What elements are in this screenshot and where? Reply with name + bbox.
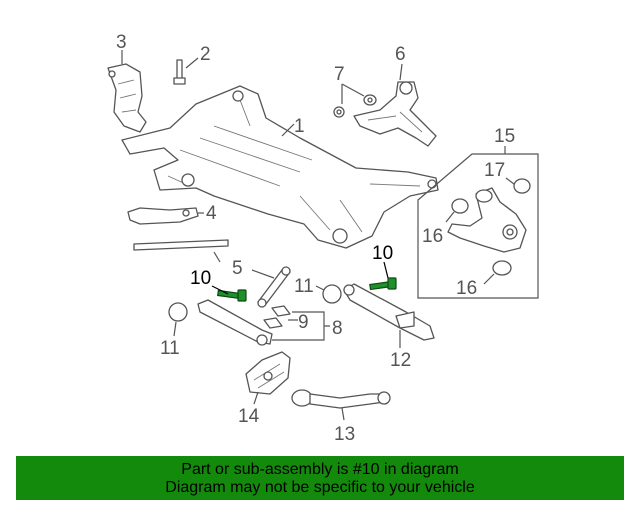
part-11-washer-upper (322, 284, 342, 304)
leader-5 (251, 269, 275, 279)
part-13-toe-link (291, 389, 391, 409)
callout-16-lower: 16 (456, 278, 477, 299)
callout-13: 13 (334, 424, 355, 445)
callout-11-upper: 11 (294, 276, 314, 297)
part-knuckle (447, 187, 527, 253)
part-5-link (257, 266, 291, 308)
part-14-mount (245, 351, 291, 395)
leader-1 (281, 123, 295, 137)
callout-15: 15 (494, 126, 515, 147)
callout-8: 8 (332, 318, 343, 339)
callout-4: 4 (206, 203, 217, 224)
callout-14: 14 (238, 406, 260, 427)
callout-16-upper: 16 (422, 226, 443, 247)
part-10-bolt-left[interactable] (217, 289, 247, 302)
callout-2: 2 (200, 44, 211, 65)
callout-9: 9 (298, 312, 309, 333)
leader-7 (341, 83, 365, 104)
part-3-bracket (107, 63, 147, 133)
leader-11-lower (173, 321, 177, 337)
part-9-spacer (263, 305, 291, 329)
leader-10-right (383, 261, 389, 279)
part-16-bushing-lower (492, 260, 512, 276)
callout-11-lower: 11 (160, 338, 180, 359)
callout-10-left[interactable]: 10 (190, 268, 211, 289)
part-7-bushings (333, 94, 377, 118)
leader-16-upper (445, 211, 455, 223)
part-17-bushing (513, 178, 531, 194)
part-12-lateral-arm (343, 283, 435, 341)
callout-6: 6 (395, 44, 406, 65)
part-10-bolt-right[interactable] (369, 277, 397, 291)
part-1-subframe (121, 85, 439, 249)
callout-10-right[interactable]: 10 (372, 243, 393, 264)
leader-2 (185, 57, 199, 69)
part-2-bolt (173, 59, 186, 85)
leader-10-left (211, 285, 229, 295)
part-lower-arm-left (197, 299, 273, 346)
part-brace-bar (133, 239, 229, 251)
callout-5: 5 (232, 258, 243, 279)
leader-13 (341, 407, 345, 421)
leader-14 (253, 391, 259, 405)
callout-17: 17 (484, 160, 505, 181)
leader-brace (213, 251, 221, 263)
part-11-washer-lower (168, 302, 188, 322)
banner-line-2: Diagram may not be specific to your vehi… (165, 479, 475, 496)
leader-8 (272, 311, 330, 341)
part-15-knuckle-box (417, 153, 539, 299)
leader-16-lower (483, 273, 495, 285)
leader-11-upper (315, 285, 325, 291)
parts-diagram: 3 2 1 6 7 4 (107, 32, 539, 445)
part-6-upper-arm (353, 81, 437, 147)
leader-17 (505, 177, 515, 185)
leader-6 (399, 63, 403, 81)
callout-12: 12 (390, 350, 411, 371)
info-banner: Part or sub-assembly is #10 in diagram D… (16, 456, 624, 500)
banner-line-1: Part or sub-assembly is #10 in diagram (181, 461, 459, 478)
part-16-bushing-upper (451, 198, 469, 214)
part-4-bracket (127, 207, 199, 225)
callout-1: 1 (294, 116, 305, 137)
callout-3: 3 (116, 32, 127, 53)
callout-7: 7 (334, 64, 345, 85)
